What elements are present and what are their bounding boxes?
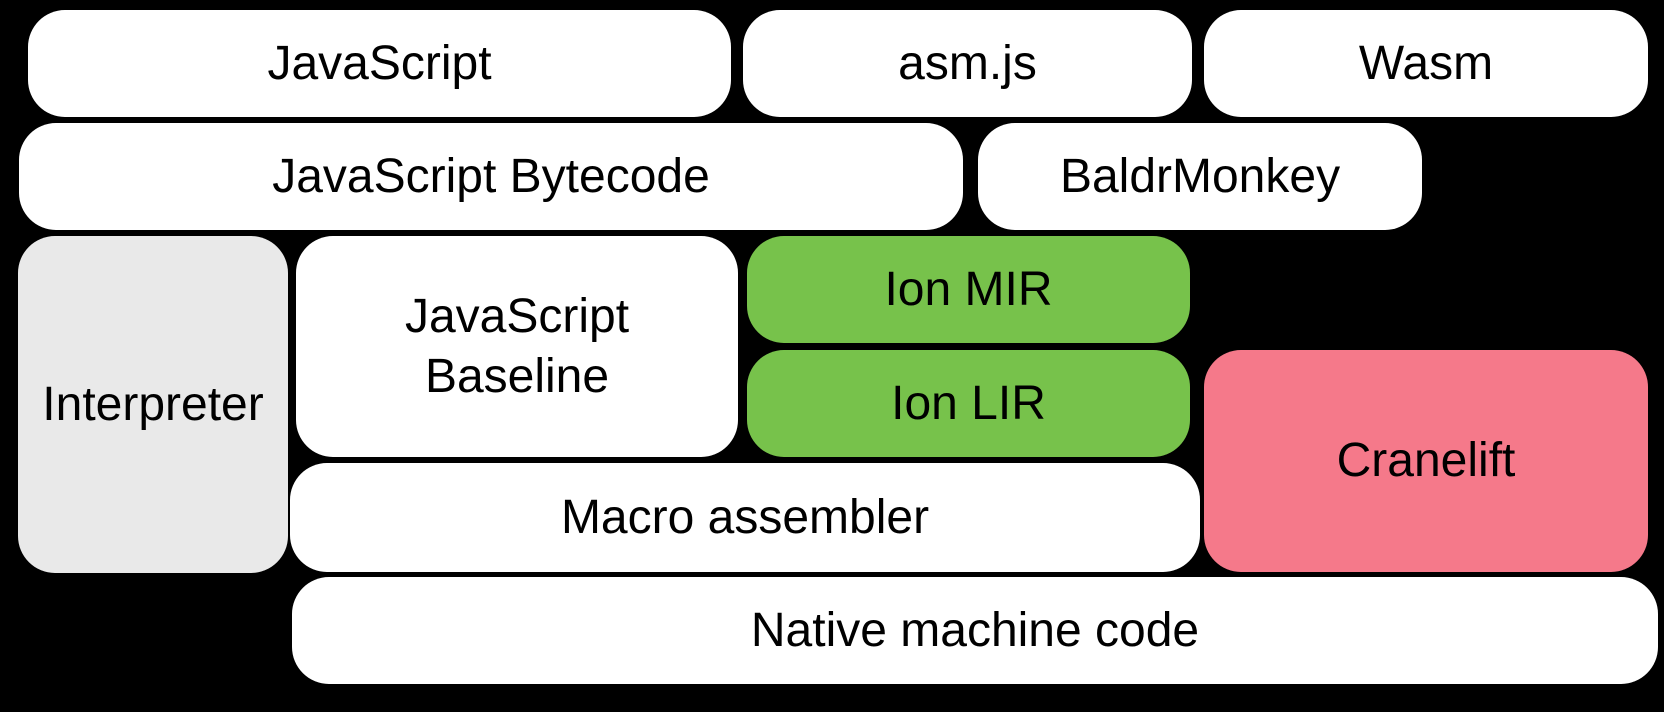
block-javascript-baseline: JavaScript Baseline: [296, 236, 738, 457]
block-baldrmonkey: BaldrMonkey: [978, 123, 1422, 230]
block-ion-lir: Ion LIR: [747, 350, 1190, 457]
block-native-machine-code: Native machine code: [292, 577, 1658, 684]
block-javascript: JavaScript: [28, 10, 731, 117]
block-cranelift: Cranelift: [1204, 350, 1648, 572]
block-asm-js: asm.js: [743, 10, 1192, 117]
block-javascript-bytecode: JavaScript Bytecode: [19, 123, 963, 230]
block-ion-mir: Ion MIR: [747, 236, 1190, 343]
block-macro-assembler: Macro assembler: [290, 463, 1200, 572]
block-interpreter: Interpreter: [18, 236, 288, 573]
block-wasm: Wasm: [1204, 10, 1648, 117]
